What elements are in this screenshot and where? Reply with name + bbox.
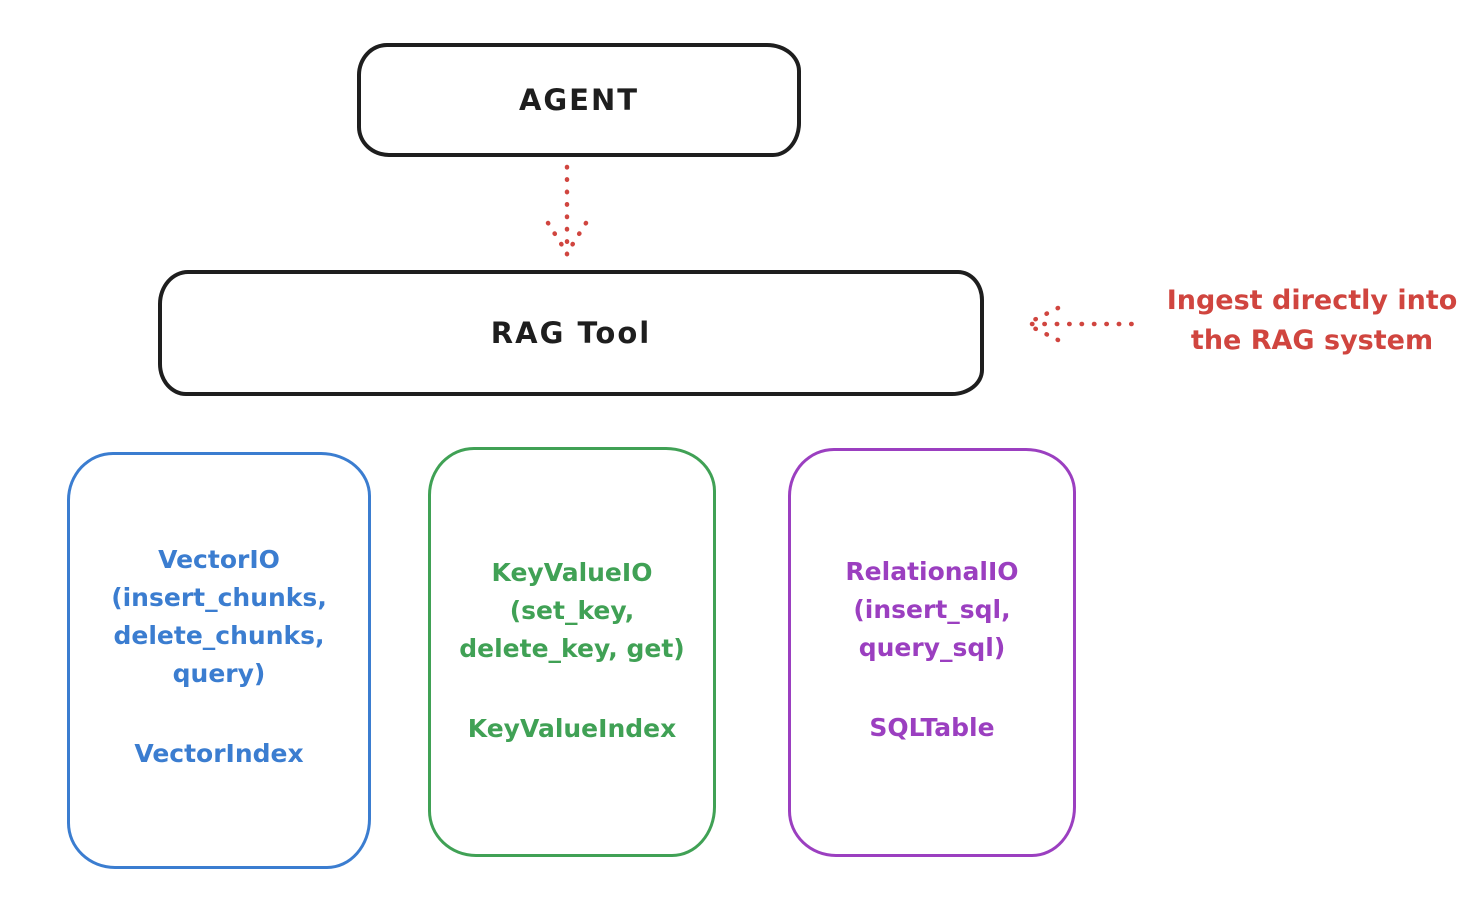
agent-to-rag-arrow-icon bbox=[545, 164, 589, 258]
keyvalue-io-body: KeyValueIO (set_key, delete_key, get) bbox=[459, 558, 685, 663]
keyvalue-io-footer: KeyValueIndex bbox=[467, 714, 677, 743]
storage-node-vector-io: VectorIO (insert_chunks, delete_chunks, … bbox=[67, 452, 371, 869]
storage-node-keyvalue-io: KeyValueIO (set_key, delete_key, get) Ke… bbox=[428, 447, 716, 857]
rag-tool-node-label: RAG Tool bbox=[490, 316, 652, 350]
vector-io-footer: VectorIndex bbox=[134, 739, 304, 768]
agent-node: AGENT bbox=[357, 43, 801, 157]
storage-node-relational-io: RelationalIO (insert_sql, query_sql) SQL… bbox=[788, 448, 1076, 857]
relational-io-body: RelationalIO (insert_sql, query_sql) bbox=[845, 557, 1019, 662]
ingest-arrow-icon bbox=[1023, 305, 1143, 343]
vector-io-body: VectorIO (insert_chunks, delete_chunks, … bbox=[111, 545, 327, 688]
rag-tool-node: RAG Tool bbox=[158, 270, 984, 396]
relational-io-footer: SQLTable bbox=[869, 713, 995, 742]
ingest-annotation: Ingest directly into the RAG system bbox=[1166, 285, 1458, 356]
agent-node-label: AGENT bbox=[518, 83, 640, 117]
